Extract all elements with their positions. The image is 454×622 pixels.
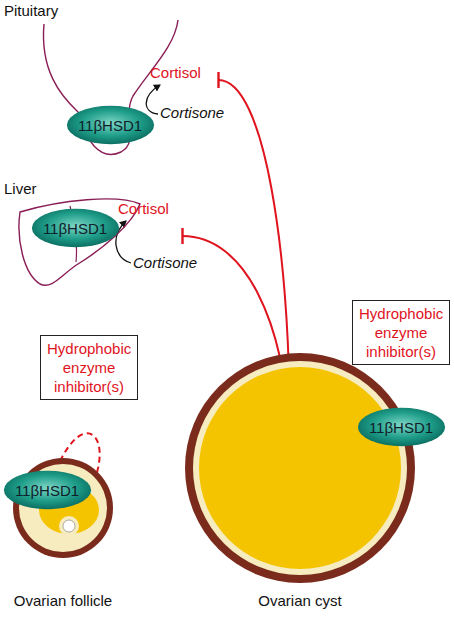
product-label: Cortisol — [118, 200, 169, 218]
substrate-label: Cortisone — [133, 254, 197, 272]
ovarian-cyst-shape — [180, 350, 454, 612]
inhibitor-text: Hydrophobic enzyme inhibitor(s) — [359, 304, 443, 361]
region-label: Ovarian cyst — [258, 592, 341, 610]
pituitary-outline: Pituitary 11βHSD1 — [0, 0, 190, 165]
ovarian-cyst: Ovarian cyst 11βHSD1 — [180, 350, 454, 612]
enzyme-name: 11βHSD1 — [15, 482, 79, 499]
enzyme-name: 11βHSD1 — [43, 220, 107, 237]
enzyme-ellipse: 11βHSD1 — [31, 208, 120, 248]
inhibition-bar — [217, 72, 219, 88]
inhibitor-box: Hydrophobic enzyme inhibitor(s) — [40, 335, 138, 400]
enzyme-name: 11βHSD1 — [369, 419, 433, 436]
inhibitor-box: Hydrophobic enzyme inhibitor(s) — [352, 300, 450, 365]
enzyme-name: 11βHSD1 — [78, 117, 142, 134]
product-label: Cortisol — [150, 64, 201, 82]
region-label: Liver — [4, 180, 37, 198]
inhibitor-text: Hydrophobic enzyme inhibitor(s) — [47, 339, 131, 396]
liver-outline: Liver 11βHSD1 — [0, 178, 160, 300]
ovarian-follicle: Ovarian follicle 11βHSD1 — [5, 440, 135, 612]
conversion-arrow — [146, 85, 160, 114]
enzyme-ellipse: 11βHSD1 — [3, 470, 92, 510]
substrate-label: Cortisone — [160, 104, 224, 122]
region-label: Ovarian follicle — [14, 592, 112, 610]
enzyme-ellipse: 11βHSD1 — [357, 407, 446, 447]
ovarian-follicle-shape — [5, 440, 135, 612]
region-label: Pituitary — [4, 2, 58, 20]
inhibition-bar — [181, 228, 183, 244]
enzyme-ellipse: 11βHSD1 — [66, 105, 155, 145]
